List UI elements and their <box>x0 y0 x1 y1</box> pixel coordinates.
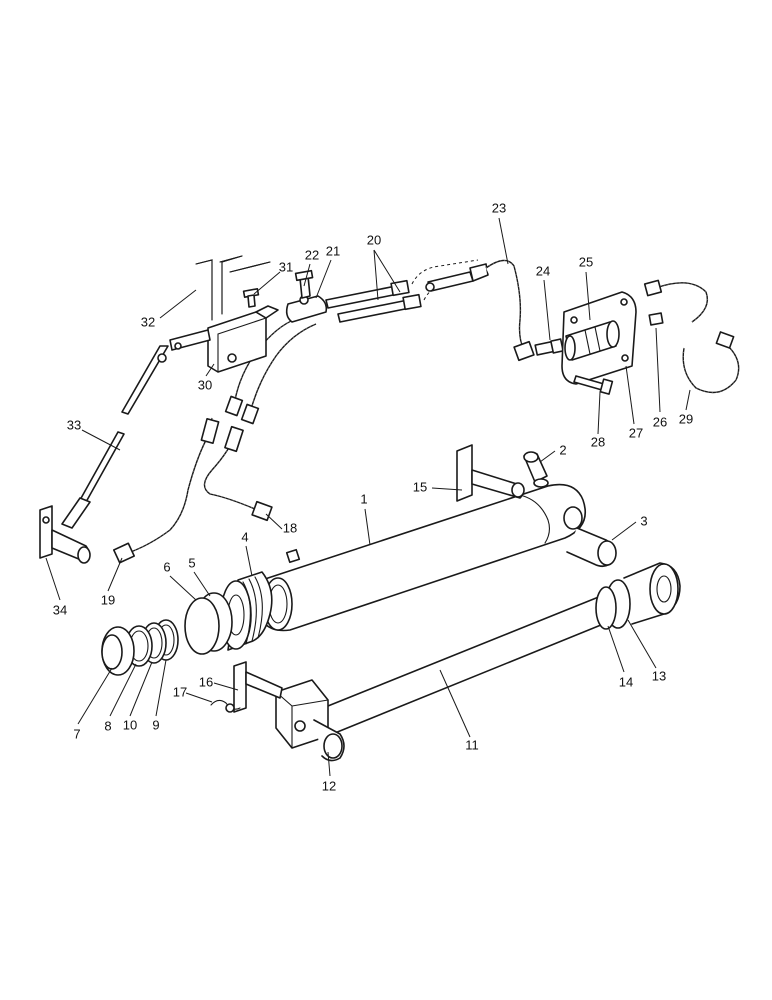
bolt-28 <box>573 375 614 395</box>
callout-4: 4 <box>241 529 248 544</box>
callout-30: 30 <box>198 377 212 392</box>
callout-18: 18 <box>283 520 297 535</box>
seal-ring-6 <box>184 597 220 655</box>
bracket-30 <box>169 305 279 373</box>
hose-clamp <box>285 269 328 323</box>
mounting-bracket-15 <box>456 444 525 502</box>
callout-25: 25 <box>579 254 593 269</box>
hose-lower-left <box>112 417 220 564</box>
callout-10: 10 <box>123 717 137 732</box>
callout-17: 17 <box>173 684 187 699</box>
callout-5: 5 <box>188 555 195 570</box>
coupling-dashed <box>411 259 489 301</box>
callout-6: 6 <box>163 559 170 574</box>
callout-19: 19 <box>101 592 115 607</box>
callout-29: 29 <box>679 411 693 426</box>
callout-7: 7 <box>73 726 80 741</box>
rod-ring-14 <box>595 586 617 630</box>
hose-upper-pair <box>224 317 317 425</box>
callout-34: 34 <box>53 602 67 617</box>
piston-head <box>220 571 273 651</box>
adaptor-26 <box>648 312 664 326</box>
callout-23: 23 <box>492 200 506 215</box>
gland-bushing-7 <box>101 626 135 676</box>
callout-33: 33 <box>67 417 81 432</box>
hose-lower-right <box>203 425 273 522</box>
adaptor-24 <box>534 338 564 356</box>
callout-22: 22 <box>305 247 319 262</box>
leader-lines <box>45 217 691 777</box>
callout-2: 2 <box>559 442 566 457</box>
control-rod-33 <box>61 345 169 529</box>
rigid-pipes <box>325 279 422 323</box>
callout-32: 32 <box>141 314 155 329</box>
callout-21: 21 <box>326 243 340 258</box>
bolt-31 <box>242 288 260 308</box>
piston-rod <box>317 588 630 736</box>
bracket-16 <box>210 661 283 713</box>
callout-13: 13 <box>652 668 666 683</box>
callout-11: 11 <box>465 737 479 752</box>
callout-26: 26 <box>653 414 667 429</box>
callout-31: 31 <box>279 259 293 274</box>
rod-end-nut <box>623 562 681 625</box>
hose-29 <box>643 279 740 394</box>
pivot-pin-rear <box>566 527 617 568</box>
rod-eye-block <box>275 679 345 762</box>
callout-16: 16 <box>199 674 213 689</box>
callout-20: 20 <box>367 232 381 247</box>
callout-24: 24 <box>536 263 550 278</box>
callout-8: 8 <box>104 718 111 733</box>
port-elbow-fitting <box>523 451 549 488</box>
callout-1: 1 <box>360 491 367 506</box>
callout-12: 12 <box>322 778 336 793</box>
callout-9: 9 <box>152 717 159 732</box>
callout-15: 15 <box>413 479 427 494</box>
quick-coupler-25 <box>564 320 620 361</box>
hose-23 <box>485 259 535 362</box>
callout-3: 3 <box>640 513 647 528</box>
cylinder-barrel <box>254 483 587 632</box>
bracket-34 <box>39 505 91 564</box>
pins-32 <box>195 255 271 321</box>
callout-28: 28 <box>591 434 605 449</box>
callout-27: 27 <box>629 425 643 440</box>
callout-14: 14 <box>619 674 633 689</box>
callout-labels: 1 2 3 4 5 6 7 8 9 10 11 12 13 14 15 16 1… <box>53 200 693 793</box>
